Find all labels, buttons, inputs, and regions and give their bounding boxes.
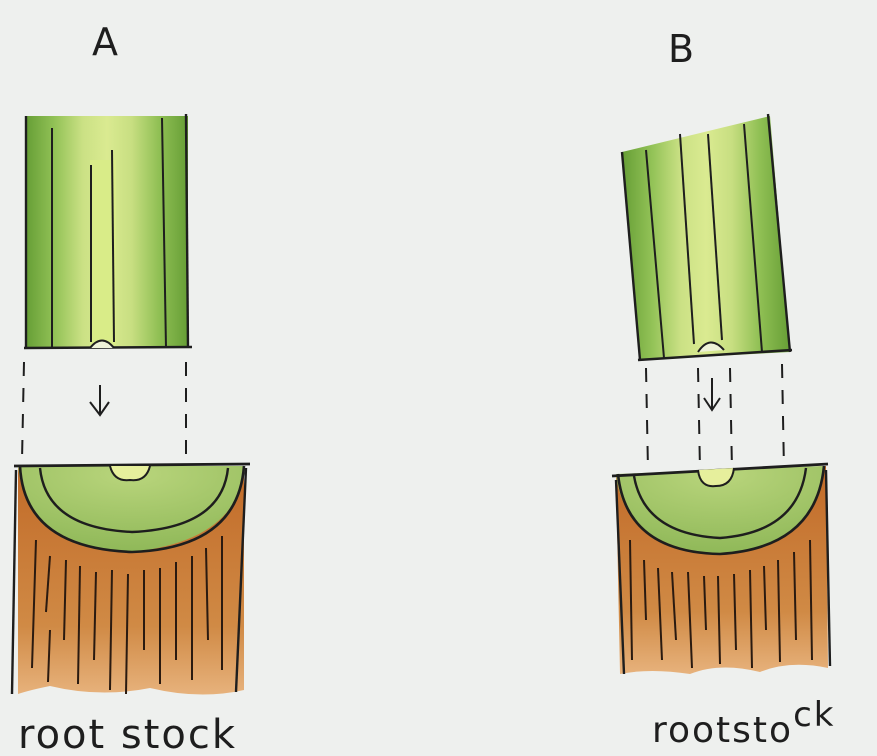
rootstock-b [612,464,830,674]
rootstock-a-left-edge [12,470,16,694]
panel-a-caption: root stock [18,712,237,756]
panel-b-caption-main: rootsto [652,710,793,751]
guide-lines-b [646,364,784,470]
panel-a: A [12,20,250,756]
scion-a [24,114,192,348]
down-arrow-a-icon [90,385,109,415]
guide-lines-a [22,362,186,460]
panel-b-caption: rootstock [652,695,835,751]
scion-b [622,114,792,360]
rootstock-a [12,464,250,695]
panel-b-label: B [668,27,694,71]
rootstock-a-top-edge [14,464,250,466]
down-arrow-b-icon [704,378,720,410]
panel-b: B [612,27,835,751]
panel-a-label: A [92,20,118,64]
panel-b-caption-super: ck [793,695,835,735]
